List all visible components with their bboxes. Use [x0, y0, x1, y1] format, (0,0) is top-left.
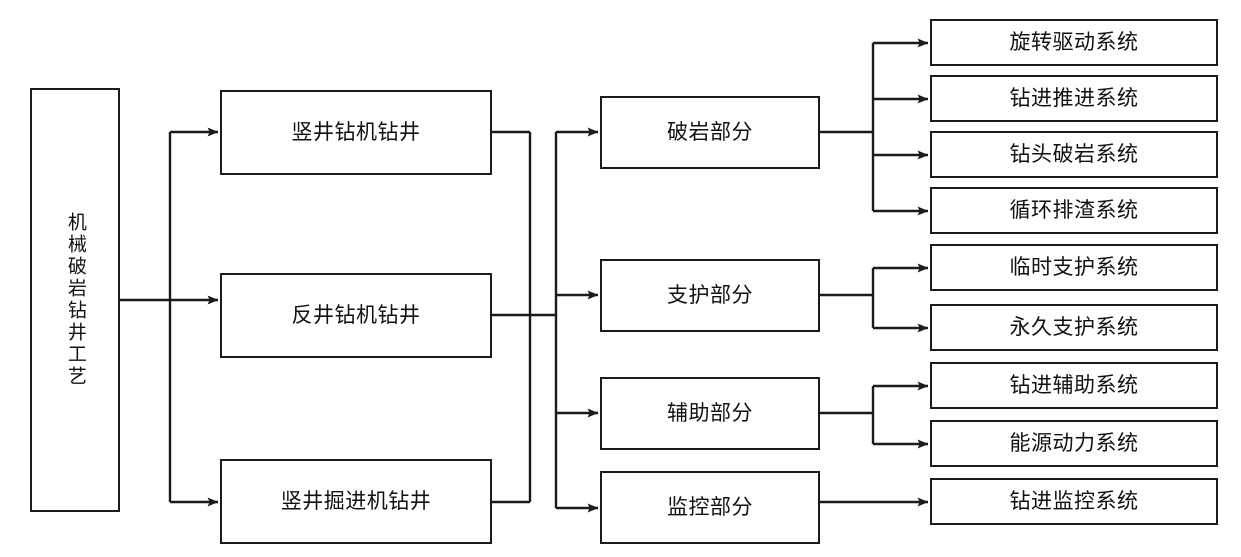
node-level2-1[interactable]: 竖井钻机钻井: [220, 90, 492, 175]
node-level4-7-label: 钻进辅助系统: [1009, 373, 1139, 398]
node-level4-5-label: 临时支护系统: [1009, 255, 1139, 280]
node-root[interactable]: 机械破岩钻井工艺: [30, 88, 120, 512]
node-level4-3-label: 钻头破岩系统: [1009, 142, 1139, 167]
node-level4-6[interactable]: 永久支护系统: [930, 304, 1218, 351]
node-level3-3-label: 辅助部分: [667, 401, 753, 426]
node-level4-6-label: 永久支护系统: [1009, 315, 1139, 340]
node-level3-1[interactable]: 破岩部分: [600, 96, 820, 169]
node-level4-3[interactable]: 钻头破岩系统: [930, 131, 1218, 178]
node-level4-1-label: 旋转驱动系统: [1009, 30, 1139, 55]
node-level2-2[interactable]: 反井钻机钻井: [220, 273, 492, 358]
node-level2-3[interactable]: 竖井掘进机钻井: [220, 459, 492, 544]
node-level4-8-label: 能源动力系统: [1009, 431, 1139, 456]
node-level2-2-label: 反井钻机钻井: [291, 303, 421, 328]
node-level2-3-label: 竖井掘进机钻井: [280, 489, 432, 514]
node-level4-2-label: 钻进推进系统: [1009, 86, 1139, 111]
node-level4-5[interactable]: 临时支护系统: [930, 244, 1218, 291]
node-level4-8[interactable]: 能源动力系统: [930, 420, 1218, 467]
node-level3-2-label: 支护部分: [667, 283, 753, 308]
node-level3-4-label: 监控部分: [667, 495, 753, 520]
node-level3-3[interactable]: 辅助部分: [600, 377, 820, 450]
node-level4-1[interactable]: 旋转驱动系统: [930, 19, 1218, 66]
node-level3-2[interactable]: 支护部分: [600, 259, 820, 332]
node-level4-4[interactable]: 循环排渣系统: [930, 187, 1218, 234]
node-level2-1-label: 竖井钻机钻井: [291, 120, 421, 145]
node-level4-4-label: 循环排渣系统: [1009, 198, 1139, 223]
node-level3-4[interactable]: 监控部分: [600, 471, 820, 544]
node-level4-9[interactable]: 钻进监控系统: [930, 478, 1218, 525]
node-level4-9-label: 钻进监控系统: [1009, 489, 1139, 514]
node-level3-1-label: 破岩部分: [667, 120, 753, 145]
node-level4-7[interactable]: 钻进辅助系统: [930, 362, 1218, 409]
node-level4-2[interactable]: 钻进推进系统: [930, 75, 1218, 122]
node-root-label: 机械破岩钻井工艺: [64, 212, 86, 388]
